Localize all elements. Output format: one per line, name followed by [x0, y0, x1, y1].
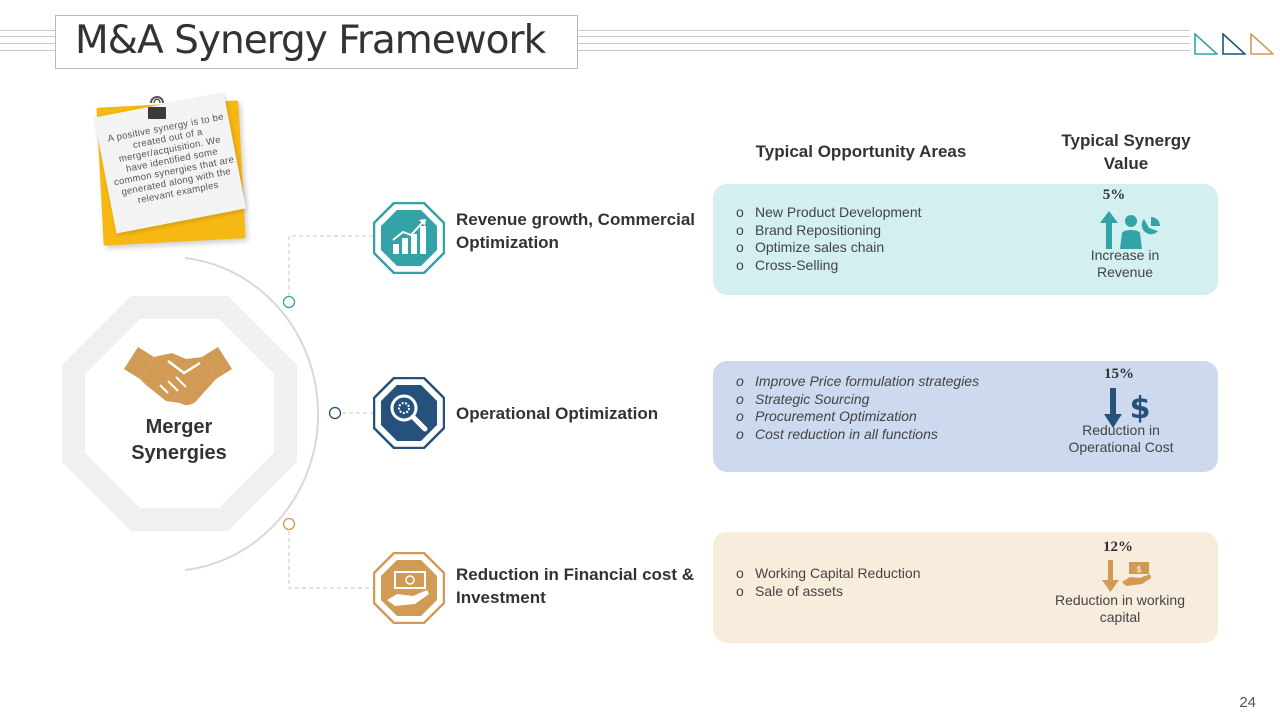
value-label-financial-line1: Reduction in working — [1055, 592, 1185, 608]
panel-operational-list: Improve Price formulation strategies Str… — [736, 373, 1056, 444]
handshake-icon — [124, 347, 232, 406]
value-percent-revenue: 5% — [1102, 187, 1126, 203]
category-operational-octagon — [373, 377, 445, 449]
category-label-financial-line2: Investment — [456, 588, 546, 607]
category-label-operational-line1: Operational Optimization — [456, 404, 659, 423]
value-label-revenue-line1: Increase in — [1090, 247, 1160, 263]
svg-text:$: $ — [1130, 391, 1151, 426]
list-item: Cost reduction in all functions — [736, 426, 1056, 444]
value-percent-operational: 15% — [1104, 366, 1134, 382]
list-item: Working Capital Reduction — [736, 565, 1036, 583]
category-revenue-octagon — [373, 202, 445, 274]
value-label-revenue: Increase in Revenue — [1062, 247, 1188, 281]
value-label-financial-line2: capital — [1099, 609, 1141, 625]
list-item: Sale of assets — [736, 583, 1036, 601]
category-label-revenue-line1: Revenue growth, Commercial — [456, 210, 696, 229]
category-label-financial: Reduction in Financial cost & Investment — [456, 563, 706, 609]
hand-money-icon — [387, 571, 429, 606]
panel-financial-list: Working Capital Reduction Sale of assets — [736, 565, 1036, 600]
bar-chart-growth-icon — [392, 219, 426, 254]
slide-title: M&A Synergy Framework — [75, 18, 546, 63]
category-label-revenue: Revenue growth, Commercial Optimization — [456, 208, 706, 254]
header-synergy-value-line2: Value — [1103, 154, 1149, 173]
magnifier-gear-icon — [390, 394, 428, 432]
header-synergy-value-line1: Typical Synergy — [1061, 131, 1191, 150]
corner-triangle-tan-icon — [1250, 33, 1274, 55]
revenue-increase-icon — [1100, 211, 1160, 249]
cost-reduction-icon: $ — [1104, 388, 1151, 428]
hub-label-line2: Synergies — [131, 442, 227, 464]
list-item: Brand Repositioning — [736, 222, 1036, 240]
value-label-revenue-line2: Revenue — [1096, 264, 1154, 280]
working-capital-icon: $ — [1102, 560, 1151, 592]
svg-text:$: $ — [1136, 565, 1142, 575]
list-item: Strategic Sourcing — [736, 391, 1056, 409]
value-percent-financial: 12% — [1103, 539, 1133, 555]
category-label-revenue-line2: Optimization — [456, 233, 559, 252]
list-item: Optimize sales chain — [736, 239, 1036, 257]
value-label-operational: Reduction in Operational Cost — [1055, 422, 1187, 456]
header-synergy-value: Typical Synergy Value — [1040, 129, 1212, 175]
panel-revenue-list: New Product Development Brand Reposition… — [736, 204, 1036, 275]
binder-clip-icon — [148, 96, 166, 119]
corner-triangle-teal-icon — [1194, 33, 1218, 55]
value-label-operational-line1: Reduction in — [1082, 422, 1160, 438]
list-item: Improve Price formulation strategies — [736, 373, 1056, 391]
list-item: New Product Development — [736, 204, 1036, 222]
corner-triangle-navy-icon — [1222, 33, 1246, 55]
title-lines — [0, 30, 1190, 56]
category-label-financial-line1: Reduction in Financial cost & — [456, 565, 695, 584]
list-item: Cross-Selling — [736, 257, 1036, 275]
hub-label: Merger Synergies — [118, 414, 240, 466]
category-financial-octagon — [373, 552, 445, 624]
page-number: 24 — [1239, 694, 1256, 711]
hub-label-line1: Merger — [145, 416, 213, 438]
value-label-financial: Reduction in working capital — [1040, 592, 1200, 626]
header-opportunity: Typical Opportunity Areas — [755, 142, 967, 161]
category-label-operational: Operational Optimization — [456, 402, 706, 425]
title-box — [55, 15, 578, 69]
value-label-operational-line2: Operational Cost — [1068, 439, 1174, 455]
list-item: Procurement Optimization — [736, 408, 1056, 426]
